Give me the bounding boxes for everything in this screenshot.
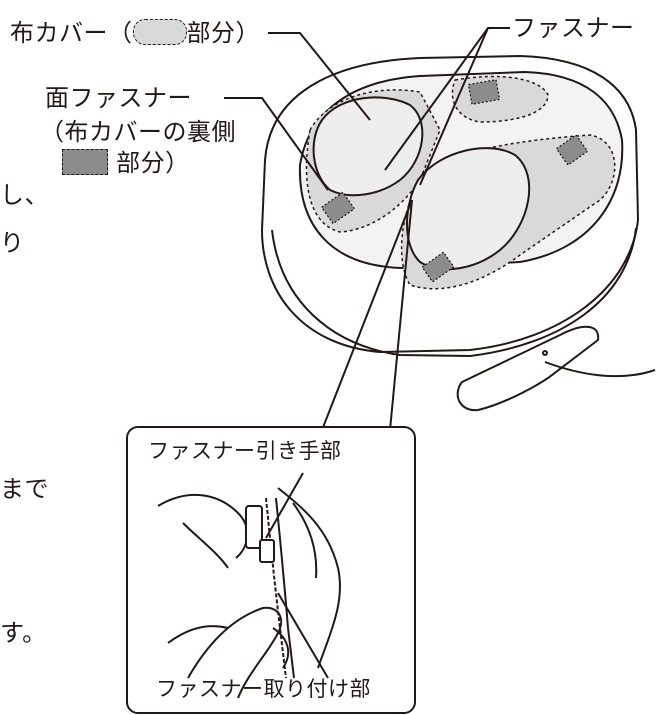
fabric-cover-label-prefix: 布カバー（ <box>10 19 133 47</box>
leader-lines <box>224 27 510 431</box>
fastener-label: ファスナー <box>512 14 635 42</box>
body-fragment-d: す。 <box>0 619 47 647</box>
hook-loop-patches <box>320 79 589 283</box>
hook-loop-swatch <box>62 149 108 175</box>
body-fragment-a: し、 <box>0 181 49 209</box>
foot-wells <box>312 96 531 271</box>
controller <box>456 325 656 412</box>
hook-loop-label: 面ファスナー <box>45 84 192 112</box>
body-fragment-c: まで <box>0 475 49 503</box>
hook-loop-note-2: 部分） <box>62 148 190 178</box>
zipper-detail-callout: ファスナー引き手部 ファスナー取り付け部 <box>126 426 416 714</box>
body-fragment-b: り <box>0 229 25 257</box>
hook-loop-note-2-text: 部分） <box>116 149 190 177</box>
hook-loop-note-1: （布カバーの裏側 <box>40 118 236 146</box>
zipper-hand-illustration <box>157 472 341 699</box>
fabric-cover-swatch <box>132 19 187 45</box>
fabric-cover-label: 布カバー（ 部分） <box>10 18 260 48</box>
fabric-cover-label-suffix: 部分） <box>186 19 260 47</box>
pull-tab-label: ファスナー引き手部 <box>148 439 342 463</box>
attachment-label: ファスナー取り付け部 <box>156 677 371 701</box>
